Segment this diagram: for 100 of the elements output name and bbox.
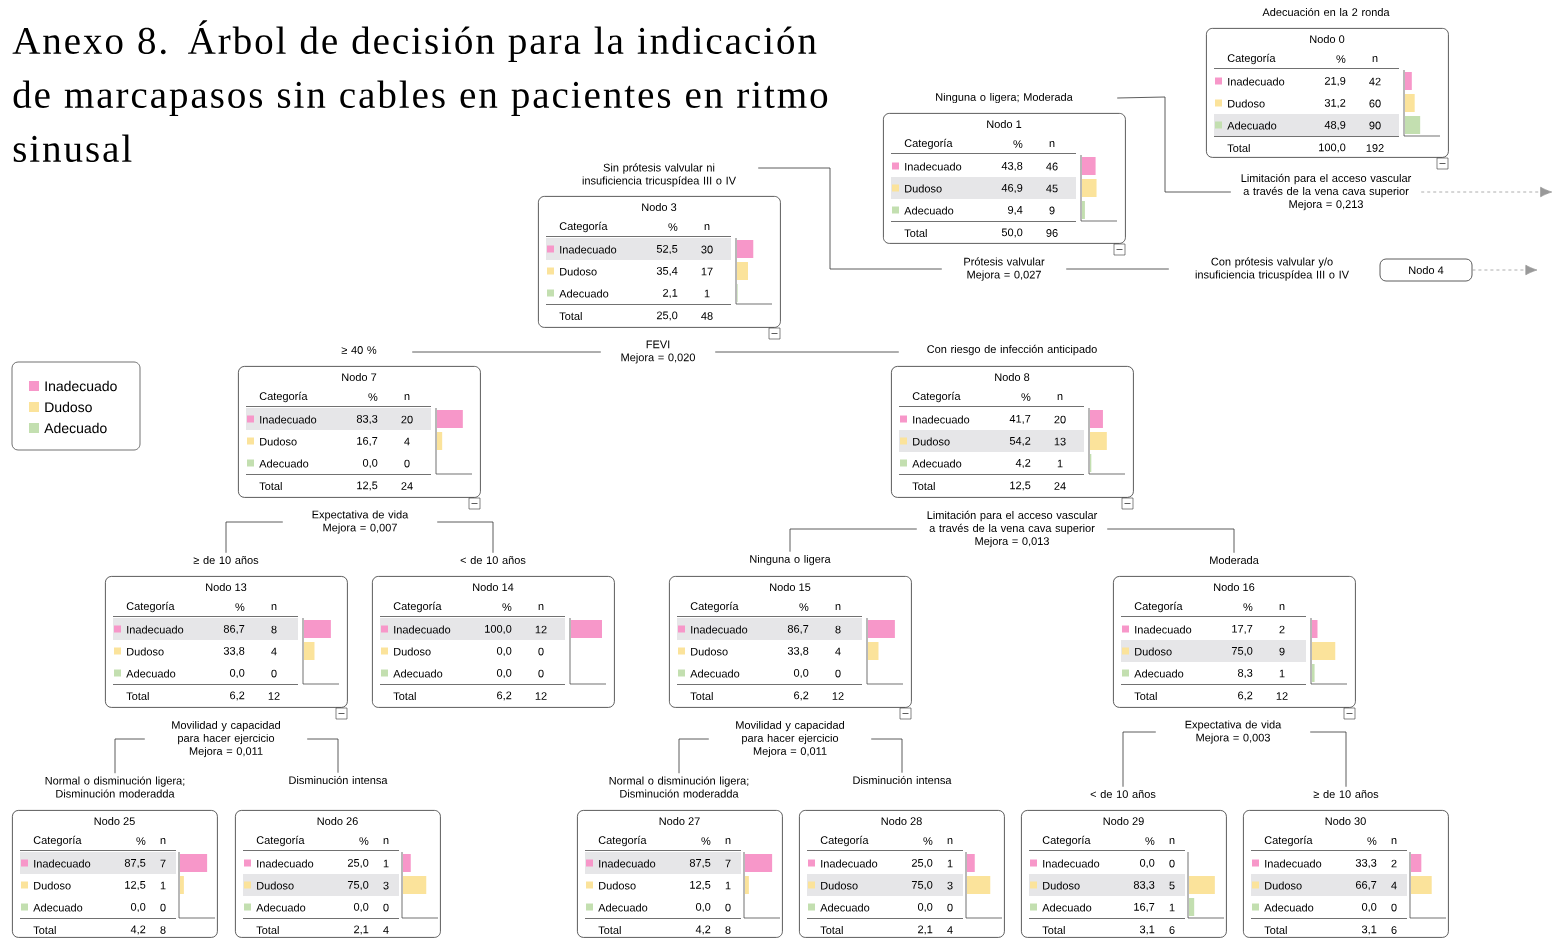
category-label: Adecuado [1042,903,1092,912]
category-label: Dudoso [821,881,858,890]
percent-value: 12,5 [357,481,378,491]
count-value: 24 [401,482,413,490]
column-header: Categoría [393,601,442,613]
node-title: Nodo 1 [987,119,1022,129]
column-header: Categoría [598,835,647,847]
count-value: 8 [160,926,166,934]
category-label: Adecuado [559,289,609,298]
count-value: 12 [1276,692,1288,700]
percent-value: 16,7 [357,436,378,447]
connector-line [678,738,710,774]
column-header: % [1021,393,1031,401]
split-criterion: Limitación para el acceso vascular a través de la vena cava superior Mejora = 0,013 [927,510,1098,548]
column-header: % [359,837,369,845]
node-title: Nodo 16 [1214,582,1255,592]
percent-value: 0,0 [1139,859,1155,869]
category-label: Dudoso [560,267,597,276]
node-box: Nodo 4 [1379,258,1473,282]
column-header: n [1057,394,1063,400]
count-value: 6 [1169,926,1175,934]
branch-label: Disminución intensa [853,775,952,785]
column-header: Categoría [820,835,869,847]
percent-value: 3,1 [1139,925,1155,935]
column-header: % [1243,603,1253,611]
column-header: % [668,223,678,231]
category-label: Adecuado [256,903,306,912]
category-label: Adecuado [904,206,954,215]
connector-line [306,738,339,774]
category-label: Dudoso [260,437,297,446]
connector-line [411,351,602,353]
column-header: n [160,838,166,844]
arrow [1472,264,1538,276]
category-label: Inadecuado [260,415,317,424]
count-value: 1 [1169,903,1175,912]
connector-line [757,167,943,270]
column-header: Categoría [259,391,308,403]
node-heading: Adecuación en la 2 ronda [1262,7,1390,17]
percent-value: 0,0 [229,669,245,679]
count-value: 8 [725,926,731,934]
column-header: n [725,838,731,844]
legend-label: Dudoso [45,401,92,413]
count-value: 0 [835,669,841,678]
count-value: 96 [1046,229,1058,237]
total-label: Total [820,926,843,935]
total-label: Total [598,926,621,935]
percent-value: 0,0 [496,669,512,679]
count-value: 90 [1369,121,1381,130]
total-label: Total [33,926,56,935]
percent-value: 0,0 [695,903,711,913]
connector-line [1106,528,1235,554]
count-value: 192 [1366,144,1384,152]
column-header: n [271,604,277,610]
total-label: Total [1264,926,1287,935]
count-value: 12 [268,692,280,700]
percent-value: 43,8 [1001,161,1023,172]
percent-value: 4,2 [130,925,146,935]
percent-value: 12,5 [125,881,146,891]
category-label: Inadecuado [257,859,314,868]
count-value: 0 [538,669,544,678]
count-value: 7 [160,859,166,868]
percent-value: 87,5 [124,859,146,869]
node-title: Nodo 14 [473,582,514,592]
count-value: 24 [1054,482,1066,490]
connector-line [114,738,146,774]
category-label: Adecuado [393,669,443,678]
count-value: 9 [1279,647,1285,656]
count-value: 1 [1057,459,1063,468]
total-label: Total [912,481,935,491]
count-value: 0 [404,459,410,468]
category-label: Adecuado [598,903,648,912]
percent-value: 6,2 [497,691,512,701]
split-criterion: Movilidad y capacidad para hacer ejercicio Mejora = 0,011 [736,720,844,758]
category-label: Adecuado [820,903,870,912]
count-value: 30 [701,245,713,254]
branch-label: Con prótesis valvular y/o insuficiencia tricuspídea III o IV [1195,257,1349,281]
percent-value: 41,7 [1009,415,1031,424]
node-title: Nodo 28 [881,816,922,826]
count-value: 0 [383,903,389,912]
category-label: Adecuado [1134,669,1184,678]
category-label: Adecuado [1264,903,1314,912]
category-label: Adecuado [1227,121,1277,130]
count-value: 5 [1169,881,1175,890]
count-value: 4 [947,926,953,934]
category-label: Adecuado [126,669,176,678]
branch-label: ≥ de 10 años [1313,790,1379,799]
count-value: 3 [383,881,389,890]
percent-value: 100,0 [1319,143,1346,153]
percent-value: 86,7 [787,625,809,635]
column-header: n [404,394,410,400]
category-label: Inadecuado [34,859,91,868]
percent-value: 0,0 [496,647,512,657]
percent-value: 25,0 [911,859,933,869]
column-header: % [1013,140,1023,148]
count-value: 4 [383,926,389,934]
count-value: 8 [835,625,841,634]
column-header: n [704,224,710,230]
count-value: 2 [1391,859,1397,868]
category-label: Dudoso [394,647,431,656]
branch-label: < de 10 años [460,555,526,565]
